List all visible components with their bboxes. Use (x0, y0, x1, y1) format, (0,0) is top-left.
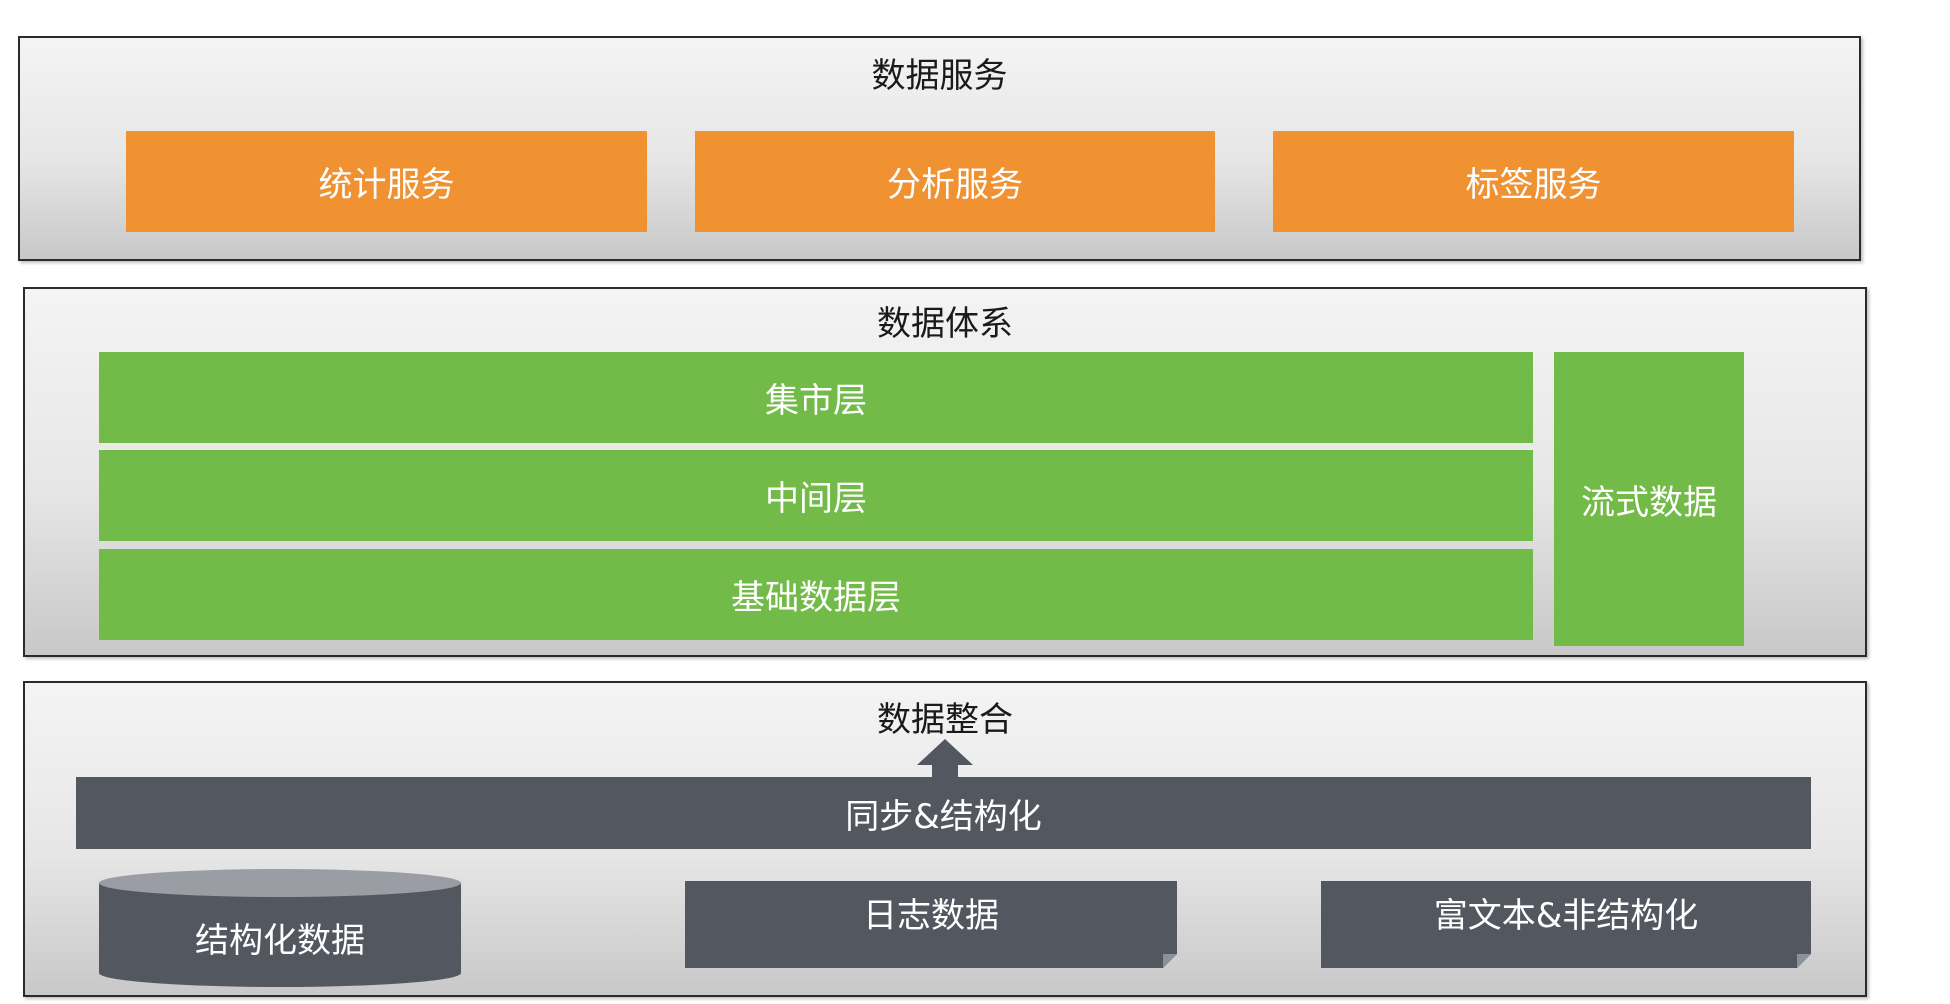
tag-service-box: 标签服务 (1273, 131, 1794, 232)
data-integration-title: 数据整合 (877, 700, 1013, 740)
stream-data-box: 流式数据 (1554, 352, 1744, 646)
middle-layer-box: 中间层 (99, 450, 1533, 541)
statistics-service-label: 统计服务 (318, 165, 455, 205)
mart-layer-box: 集市层 (99, 352, 1533, 443)
stream-data-label: 流式数据 (1581, 482, 1717, 523)
rich-text-box: 富文本&非结构化 (1321, 881, 1811, 968)
analysis-service-box: 分析服务 (695, 131, 1215, 232)
up-arrow-icon (917, 739, 973, 779)
analysis-service-label: 分析服务 (887, 165, 1023, 205)
middle-layer-label: 中间层 (765, 479, 867, 519)
data-integration-panel: 数据整合 同步&结构化 结构化数据 日志数据 富文本&非结构化 (23, 681, 1867, 997)
tag-service-label: 标签服务 (1465, 165, 1602, 205)
base-data-layer-label: 基础数据层 (731, 578, 901, 618)
document-icon (1163, 954, 1177, 968)
sync-structure-bar: 同步&结构化 (76, 777, 1811, 849)
data-system-title: 数据体系 (877, 304, 1013, 344)
statistics-service-box: 统计服务 (126, 131, 647, 232)
document-icon (1797, 954, 1811, 968)
rich-text-label: 富文本&非结构化 (1433, 896, 1699, 936)
data-service-panel: 数据服务 统计服务 分析服务 标签服务 (18, 36, 1861, 261)
structured-data-database: 结构化数据 (99, 869, 461, 987)
sync-structure-label: 同步&结构化 (845, 796, 1042, 837)
log-data-box: 日志数据 (685, 881, 1177, 968)
log-data-label: 日志数据 (863, 896, 999, 936)
mart-layer-label: 集市层 (765, 381, 867, 421)
database-cylinder-icon (99, 869, 461, 987)
data-service-title: 数据服务 (871, 56, 1008, 96)
base-data-layer-box: 基础数据层 (99, 549, 1533, 640)
data-system-panel: 数据体系 集市层 中间层 基础数据层 流式数据 (23, 287, 1867, 657)
structured-data-label: 结构化数据 (195, 920, 365, 961)
